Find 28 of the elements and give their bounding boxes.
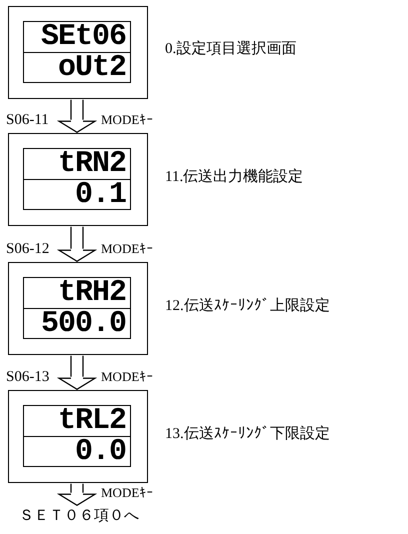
step-description: 11.伝送出力機能設定 <box>165 168 304 186</box>
lcd-readout: tRH2 <box>56 278 127 308</box>
step-description: 13.伝送ｽｹｰﾘﾝｸﾞ下限設定 <box>165 425 330 443</box>
block-arrow <box>58 483 96 506</box>
lcd-readout: tRL2 <box>56 406 127 436</box>
lcd-readout: 500.0 <box>24 308 130 339</box>
display-panel <box>8 133 148 226</box>
lcd-readout: SEt06 <box>40 22 127 52</box>
display-panel <box>8 262 148 355</box>
lcd-readout: tRN2 <box>56 149 127 179</box>
step-description: 0.設定項目選択画面 <box>165 40 296 58</box>
lcd-readout: 0.1 <box>24 179 130 210</box>
display-panel <box>8 6 148 99</box>
step-code: S06-11 <box>6 111 49 130</box>
lcd-readout: 0.0 <box>24 436 130 467</box>
step-code: S06-12 <box>6 240 50 258</box>
edge-label: MODEｷｰ <box>101 240 154 258</box>
edge-label: MODEｷｰ <box>101 368 154 386</box>
block-arrow <box>58 355 96 390</box>
destination-text: ＳＥＴ０６項０へ <box>12 506 146 526</box>
edge-label: MODEｷｰ <box>101 111 154 130</box>
block-arrow <box>58 226 96 262</box>
block-arrow <box>58 99 96 133</box>
step-code: S06-13 <box>6 368 50 386</box>
step-description: 12.伝送ｽｹｰﾘﾝｸﾞ上限設定 <box>165 297 330 315</box>
lcd-readout: oUt2 <box>24 52 130 83</box>
edge-label: MODEｷｰ <box>101 484 154 502</box>
display-panel <box>8 390 148 483</box>
